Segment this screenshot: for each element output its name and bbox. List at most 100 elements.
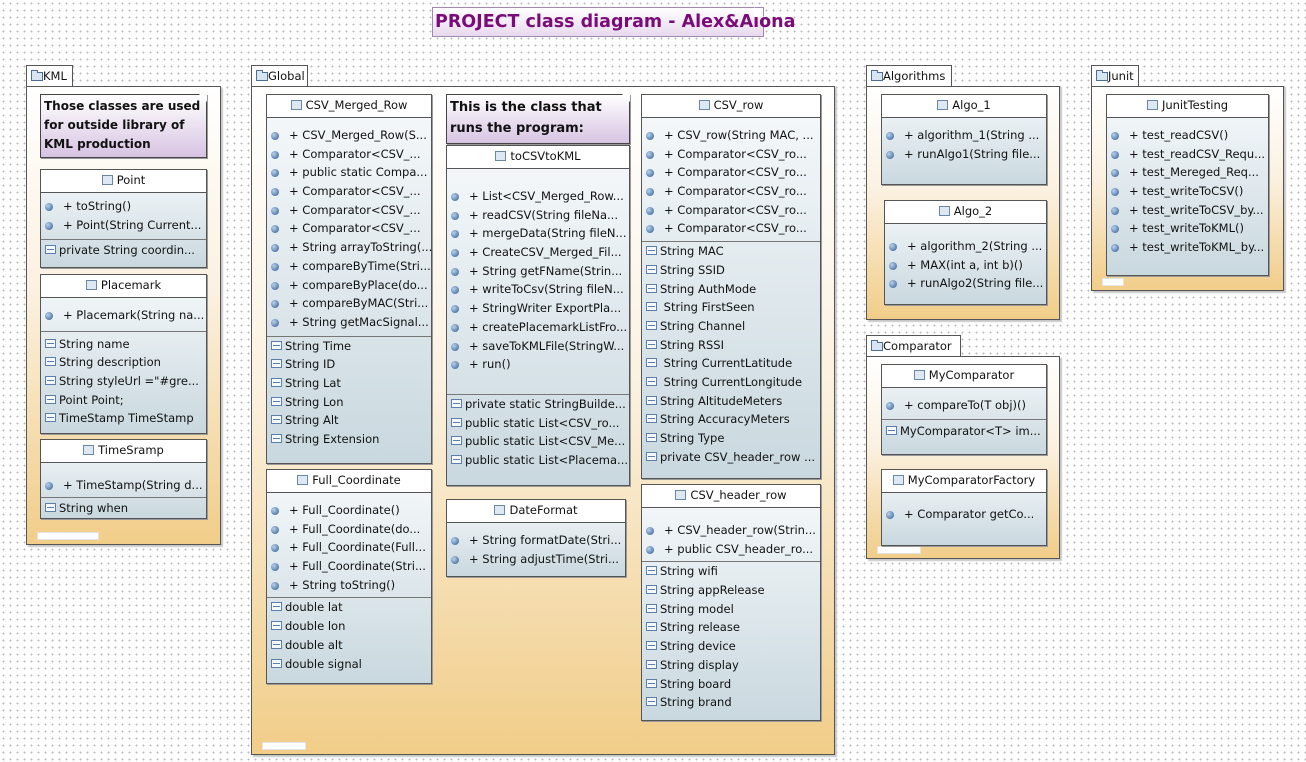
field-row[interactable]: double lon: [267, 617, 431, 636]
method-row[interactable]: + test_writeToCSV_by...: [1107, 201, 1268, 220]
field-row[interactable]: String brand: [642, 693, 820, 712]
package-tab-kml[interactable]: KML: [26, 65, 73, 87]
field-row[interactable]: public static List<CSV_Me...: [447, 432, 629, 451]
class-tocsvtokml[interactable]: toCSVtoKML + List<CSV_Merged_Row... + re…: [446, 145, 630, 486]
method-row[interactable]: + compareByTime(Stri...: [267, 257, 431, 276]
class-csv-row[interactable]: CSV_row + CSV_row(String MAC, ... + Comp…: [641, 94, 821, 479]
class-full-coordinate[interactable]: Full_Coordinate + Full_Coordinate() + Fu…: [266, 469, 432, 684]
note-global[interactable]: This is the class that runs the program:: [446, 94, 630, 144]
method-row[interactable]: + CSV_Merged_Row(S...: [267, 126, 431, 145]
method-row[interactable]: + CSV_row(String MAC, ...: [642, 126, 820, 145]
field-row[interactable]: String Extension: [267, 430, 431, 449]
field-row[interactable]: String name: [41, 335, 206, 354]
method-row[interactable]: + algorithm_1(String ...: [882, 126, 1046, 145]
class-algo-1[interactable]: Algo_1 + algorithm_1(String ... + runAlg…: [881, 94, 1047, 185]
method-row[interactable]: + writeToCsv(String fileN...: [447, 280, 629, 299]
method-row[interactable]: + Point(String Current...: [41, 216, 206, 235]
field-row[interactable]: MyComparator<T> im...: [882, 422, 1046, 441]
method-row[interactable]: + String getMacSignal...: [267, 313, 431, 332]
method-row[interactable]: + toString(): [41, 197, 206, 216]
method-row[interactable]: + test_writeToKML(): [1107, 219, 1268, 238]
method-row[interactable]: + Comparator<CSV_ro...: [642, 163, 820, 182]
horizontal-scrollbar[interactable]: [1102, 278, 1124, 286]
class-algo-2[interactable]: Algo_2 + algorithm_2(String ... + MAX(in…: [884, 200, 1047, 305]
method-row[interactable]: + CreateCSV_Merged_Fil...: [447, 243, 629, 262]
field-row[interactable]: String RSSI: [642, 336, 820, 355]
method-row[interactable]: + String adjustTime(Stri...: [447, 550, 625, 569]
field-row[interactable]: String MAC: [642, 242, 820, 261]
field-row[interactable]: String Channel: [642, 317, 820, 336]
class-dateformat[interactable]: DateFormat + String formatDate(Stri... +…: [446, 499, 626, 577]
package-tab-junit[interactable]: Junit: [1091, 65, 1139, 87]
method-row[interactable]: + Comparator<CSV_...: [267, 182, 431, 201]
method-row[interactable]: + compareByPlace(do...: [267, 276, 431, 295]
field-row[interactable]: String wifi: [642, 562, 820, 581]
method-row[interactable]: + Comparator<CSV_...: [267, 145, 431, 164]
horizontal-scrollbar[interactable]: [262, 742, 306, 750]
method-row[interactable]: + compareTo(T obj)(): [882, 396, 1046, 415]
field-row[interactable]: String device: [642, 637, 820, 656]
method-row[interactable]: + Comparator<CSV_ro...: [642, 201, 820, 220]
method-row[interactable]: + Full_Coordinate(Full...: [267, 538, 431, 557]
method-row[interactable]: + MAX(int a, int b)(): [885, 256, 1046, 275]
field-row[interactable]: public static List<Placema...: [447, 451, 629, 470]
field-row[interactable]: String appRelease: [642, 581, 820, 600]
field-row[interactable]: String description: [41, 353, 206, 372]
method-row[interactable]: + StringWriter ExportPla...: [447, 299, 629, 318]
method-row[interactable]: + readCSV(String fileNa...: [447, 206, 629, 225]
field-row[interactable]: TimeStamp TimeStamp: [41, 409, 206, 428]
method-row[interactable]: + String formatDate(Stri...: [447, 531, 625, 550]
method-row[interactable]: + Placemark(String na...: [41, 306, 206, 325]
method-row[interactable]: + String toString(): [267, 576, 431, 595]
field-row[interactable]: String AccuracyMeters: [642, 410, 820, 429]
horizontal-scrollbar[interactable]: [37, 532, 99, 540]
class-csv-merged-row[interactable]: CSV_Merged_Row + CSV_Merged_Row(S... + C…: [266, 94, 432, 464]
package-tab-global[interactable]: Global: [251, 65, 308, 87]
field-row[interactable]: String CurrentLatitude: [642, 354, 820, 373]
field-row[interactable]: String ID: [267, 355, 431, 374]
field-row[interactable]: String SSID: [642, 261, 820, 280]
method-row[interactable]: + Comparator<CSV_...: [267, 201, 431, 220]
field-row[interactable]: String model: [642, 600, 820, 619]
method-row[interactable]: + Full_Coordinate(do...: [267, 520, 431, 539]
method-row[interactable]: + test_writeToKML_by...: [1107, 238, 1268, 257]
field-row[interactable]: double signal: [267, 655, 431, 674]
field-row[interactable]: String styleUrl ="#gre...: [41, 372, 206, 391]
class-junittesting[interactable]: JunitTesting + test_readCSV() + test_rea…: [1106, 94, 1269, 276]
field-row[interactable]: Point Point;: [41, 391, 206, 410]
field-row[interactable]: String Lon: [267, 393, 431, 412]
package-tab-comparator[interactable]: Comparator: [866, 335, 961, 357]
method-row[interactable]: + Comparator<CSV_...: [267, 219, 431, 238]
field-row[interactable]: String release: [642, 618, 820, 637]
method-row[interactable]: + test_readCSV(): [1107, 126, 1268, 145]
field-row[interactable]: String FirstSeen: [642, 298, 820, 317]
method-row[interactable]: + saveToKMLFile(StringW...: [447, 337, 629, 356]
method-row[interactable]: + mergeData(String fileN...: [447, 224, 629, 243]
method-row[interactable]: + Comparator getCo...: [882, 505, 1046, 524]
method-row[interactable]: + TimeStamp(String d...: [41, 476, 206, 495]
field-row[interactable]: String AuthMode: [642, 280, 820, 299]
method-row[interactable]: + test_readCSV_Requ...: [1107, 145, 1268, 164]
note-kml[interactable]: Those classes are used for outside libra…: [40, 94, 207, 158]
field-row[interactable]: String when: [41, 499, 206, 518]
method-row[interactable]: + createPlacemarkListFro...: [447, 318, 629, 337]
field-row[interactable]: String Lat: [267, 374, 431, 393]
method-row[interactable]: + CSV_header_row(Strin...: [642, 521, 820, 540]
class-placemark[interactable]: Placemark + Placemark(String na... Strin…: [40, 274, 207, 434]
field-row[interactable]: String display: [642, 656, 820, 675]
method-row[interactable]: + Comparator<CSV_ro...: [642, 219, 820, 238]
field-row[interactable]: String Type: [642, 429, 820, 448]
method-row[interactable]: + public CSV_header_ro...: [642, 540, 820, 559]
method-row[interactable]: + Comparator<CSV_ro...: [642, 182, 820, 201]
field-row[interactable]: String board: [642, 675, 820, 694]
class-point[interactable]: Point + toString() + Point(String Curren…: [40, 169, 207, 268]
field-row[interactable]: private String coordin...: [41, 241, 206, 260]
field-row[interactable]: double alt: [267, 636, 431, 655]
class-csv-header-row[interactable]: CSV_header_row + CSV_header_row(Strin...…: [641, 484, 821, 721]
class-mycomparatorfactory[interactable]: MyComparatorFactory + Comparator getCo..…: [881, 469, 1047, 546]
method-row[interactable]: + algorithm_2(String ...: [885, 237, 1046, 256]
method-row[interactable]: + Comparator<CSV_ro...: [642, 145, 820, 164]
method-row[interactable]: + public static Compa...: [267, 163, 431, 182]
method-row[interactable]: + Full_Coordinate(): [267, 501, 431, 520]
field-row[interactable]: String AltitudeMeters: [642, 392, 820, 411]
